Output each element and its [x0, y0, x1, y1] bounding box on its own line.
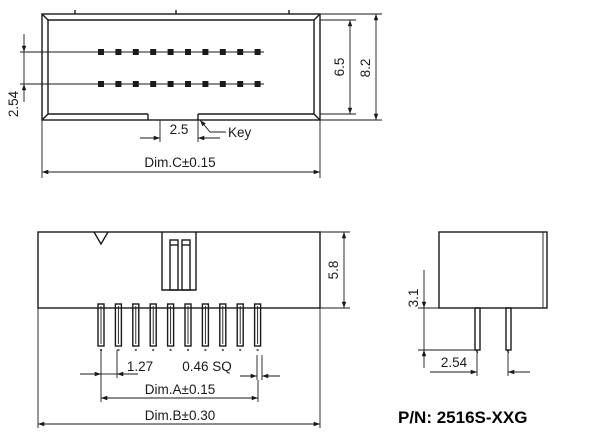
- dim-pin-size: 0.46 SQ: [182, 359, 232, 374]
- pin-lead: [166, 303, 175, 351]
- pin-square: [254, 81, 261, 87]
- pin-square: [98, 49, 104, 55]
- side-view-pin-2: [505, 307, 512, 351]
- pin-square: [167, 49, 174, 55]
- top-view-pins: [98, 49, 261, 87]
- front-view-pins: [97, 303, 262, 351]
- side-view: 3.1 2.54: [406, 231, 548, 376]
- pin-lead: [97, 303, 105, 351]
- dim-c-length: Dim.C±0.15: [144, 155, 215, 170]
- dim-row-pitch-top: 2.54: [6, 90, 21, 117]
- front-view-body: [37, 231, 321, 309]
- dim-height-inner: 6.5: [332, 58, 347, 77]
- pin-square: [150, 49, 157, 55]
- dim-a: Dim.A±0.15: [145, 382, 215, 397]
- pin-square: [219, 49, 226, 55]
- pin-lead: [114, 303, 123, 351]
- pin-lead: [149, 303, 157, 351]
- front-view: 5.8 1.27 0.46 SQ Dim.A±0.15 Dim.B±0.30: [37, 231, 350, 428]
- pin-lead: [236, 303, 244, 351]
- pin-square: [115, 49, 122, 55]
- top-view-inner-wall: [47, 19, 315, 115]
- pin-square: [115, 81, 122, 87]
- pin-square: [202, 81, 209, 87]
- dim-pin-pitch: 1.27: [127, 359, 153, 374]
- part-number: P/N: 2516S-XXG: [398, 408, 527, 427]
- dim-pin-length: 3.1: [406, 289, 421, 308]
- dim-b: Dim.B±0.30: [145, 408, 215, 423]
- dim-row-pitch-side: 2.54: [441, 355, 468, 370]
- pin-lead: [184, 303, 192, 351]
- pin-lead: [132, 303, 140, 351]
- dim-key-width: 2.5: [170, 122, 189, 137]
- dim-height-outer: 8.2: [358, 59, 373, 78]
- top-view-outer-shell: [41, 13, 321, 121]
- pin-square: [167, 81, 174, 87]
- pin-square: [237, 81, 244, 87]
- pin-square: [132, 81, 139, 87]
- dim-body-height: 5.8: [326, 261, 341, 280]
- pin-lead: [219, 303, 227, 351]
- front-view-latch-window: [161, 232, 197, 291]
- top-view: 2.54 6.5 8.2 2.5 Key Dim.C±0.15: [6, 10, 382, 178]
- pin-square: [150, 81, 157, 87]
- pin-square: [98, 81, 104, 87]
- pin-square: [254, 49, 261, 55]
- pin-square: [202, 49, 209, 55]
- pin-square: [237, 49, 244, 55]
- pin-square: [132, 49, 139, 55]
- pin-square: [185, 49, 191, 55]
- pin-square: [219, 81, 226, 87]
- key-label: Key: [228, 125, 252, 140]
- front-view-key-triangle: [93, 231, 109, 246]
- pin-square: [185, 81, 191, 87]
- pin-lead: [201, 303, 210, 351]
- side-view-body: [438, 231, 548, 309]
- side-view-pin-1: [474, 307, 481, 351]
- pin-lead: [253, 303, 262, 351]
